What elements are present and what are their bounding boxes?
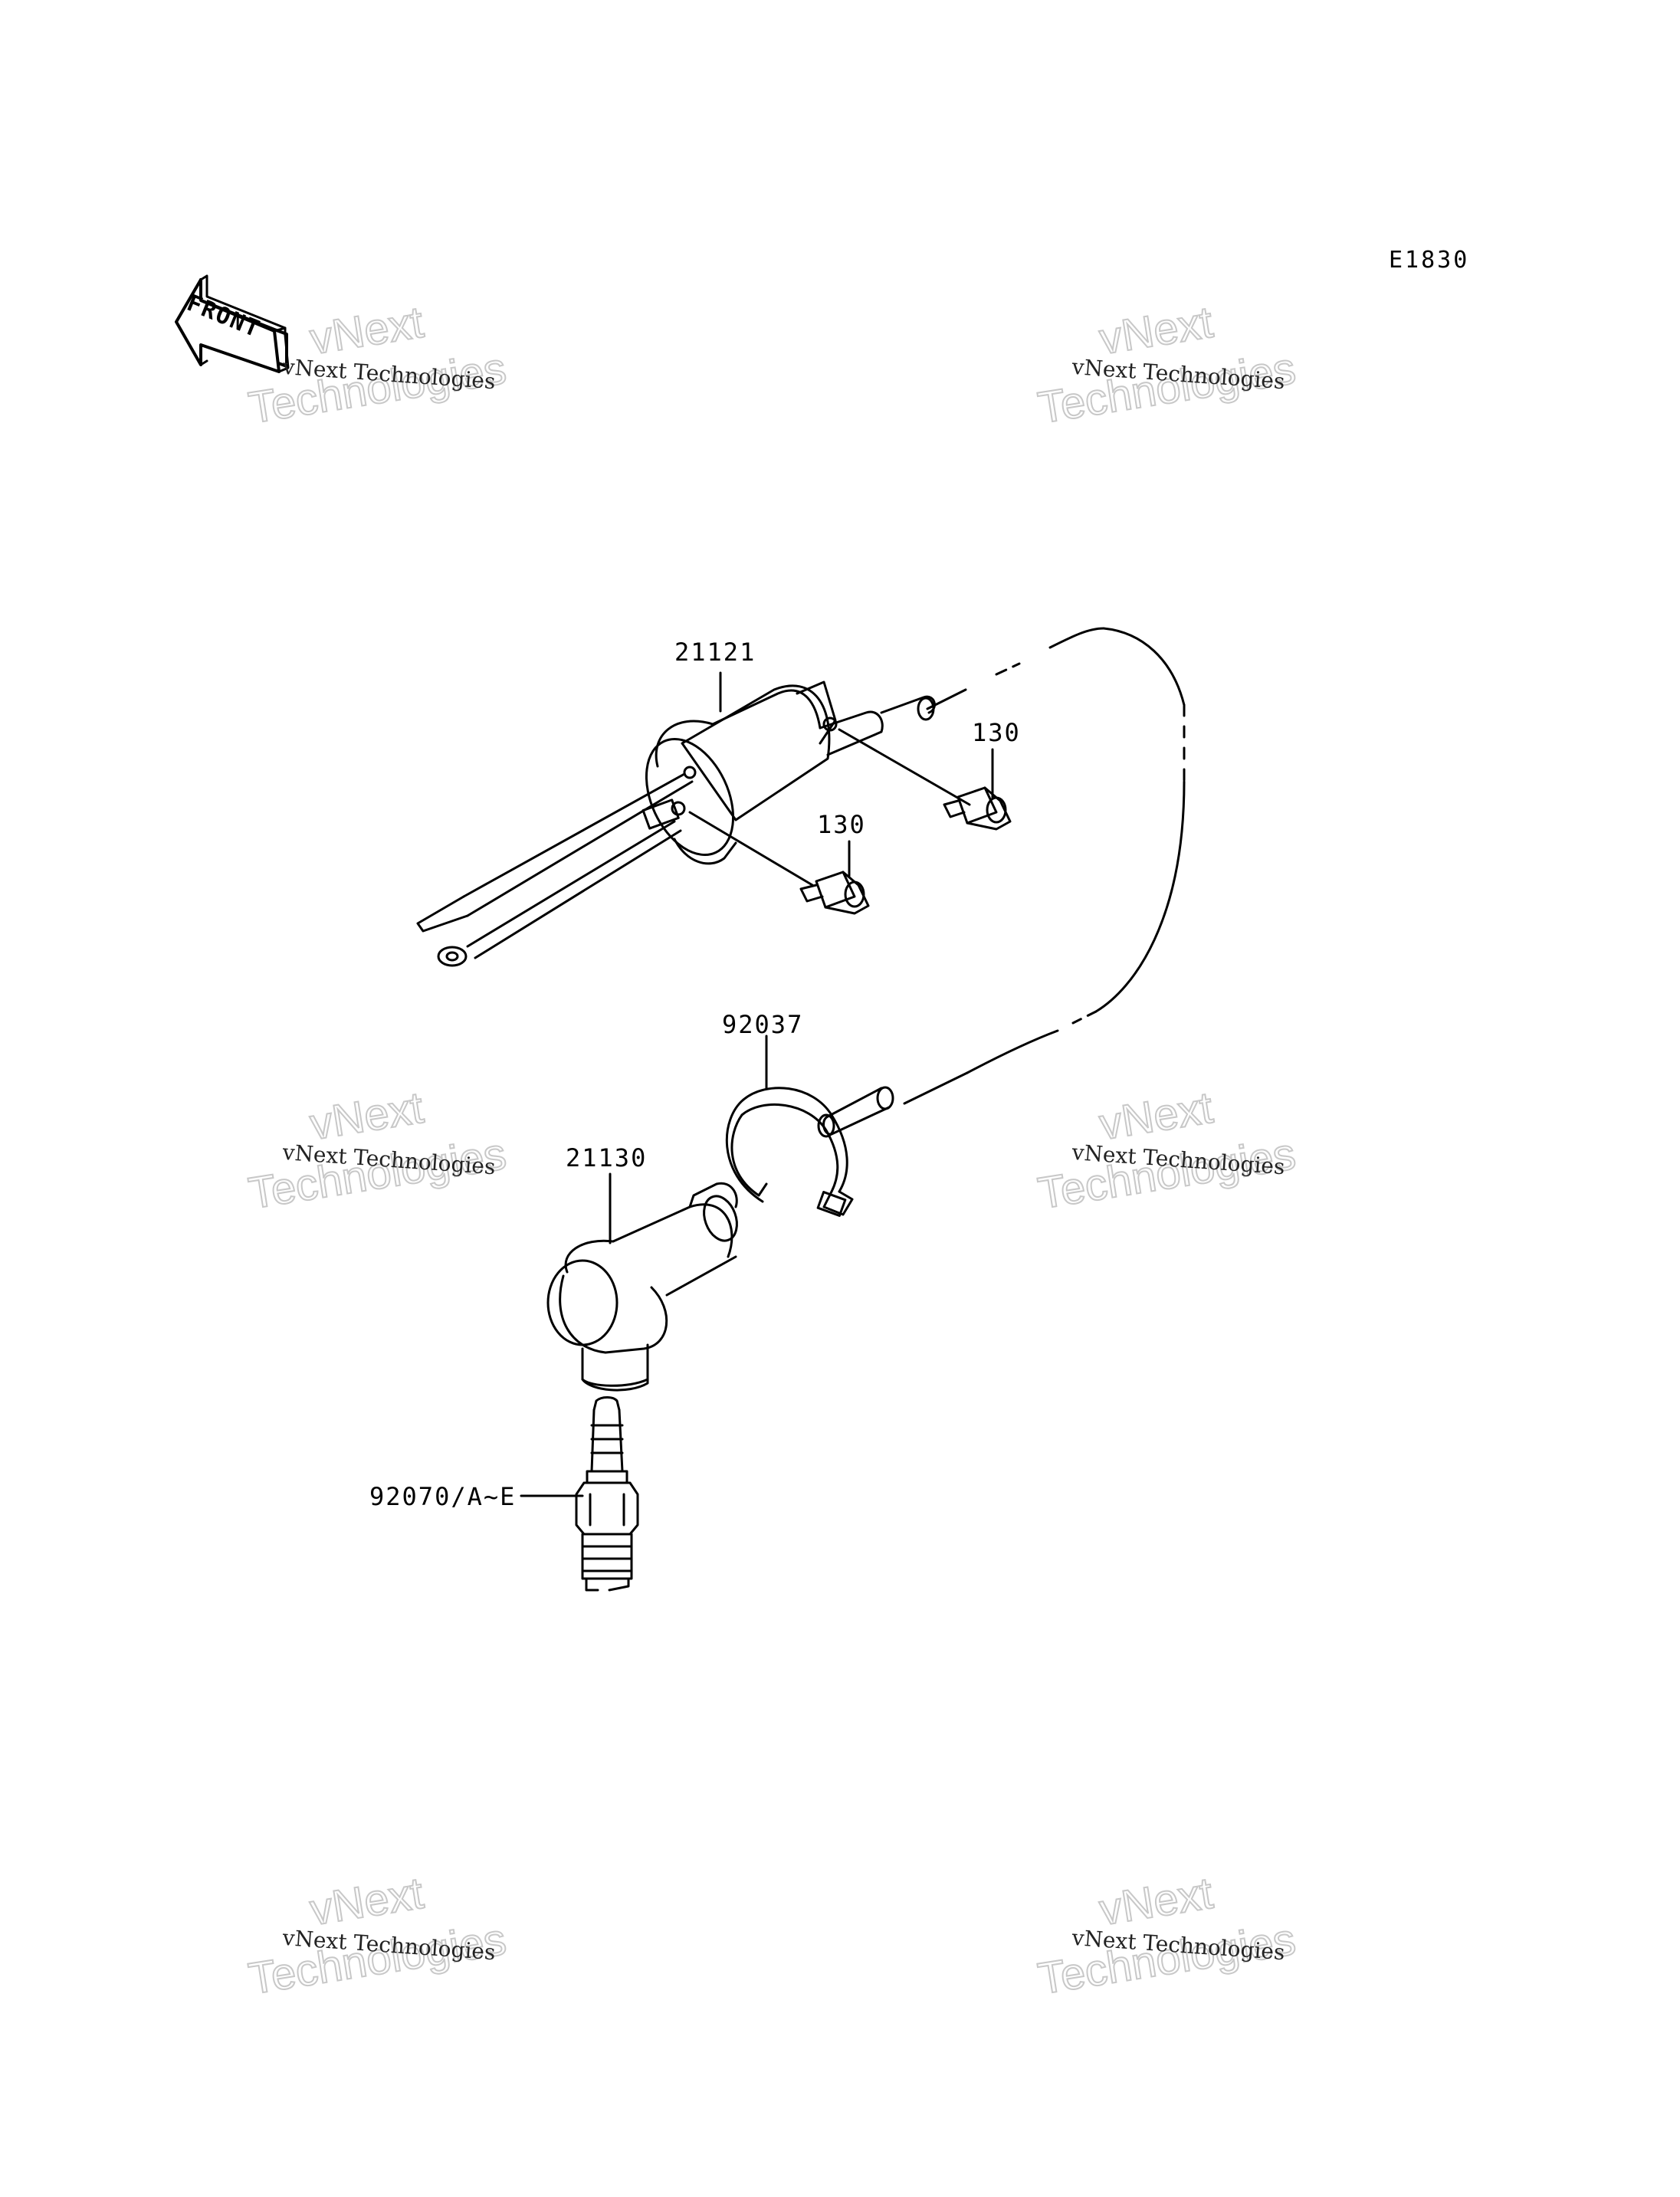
coil-bolt-upper-drawing	[943, 786, 1012, 831]
part-number-coil-bolt-upper: 130	[972, 718, 1021, 747]
part-number-spark-plug: 92070/A~E	[369, 1482, 517, 1511]
part-number-band-clamp: 92037	[722, 1010, 804, 1039]
part-number-coil-bolt-lower: 130	[817, 810, 866, 839]
front-arrow-icon	[175, 274, 290, 373]
ignition-coil-drawing	[416, 680, 971, 967]
leader-lines	[520, 671, 994, 1497]
diagram-code: E1830	[1389, 247, 1470, 274]
high-tension-lead-drawing	[817, 627, 1186, 1138]
spark-plug-drawing	[575, 1396, 639, 1592]
part-number-ignition-coil: 21121	[674, 638, 756, 667]
coil-bolt-lower-drawing	[799, 871, 870, 915]
part-number-plug-cap: 21130	[566, 1143, 648, 1172]
plug-cap-drawing	[546, 1182, 738, 1392]
band-clamp-drawing	[725, 1087, 854, 1217]
